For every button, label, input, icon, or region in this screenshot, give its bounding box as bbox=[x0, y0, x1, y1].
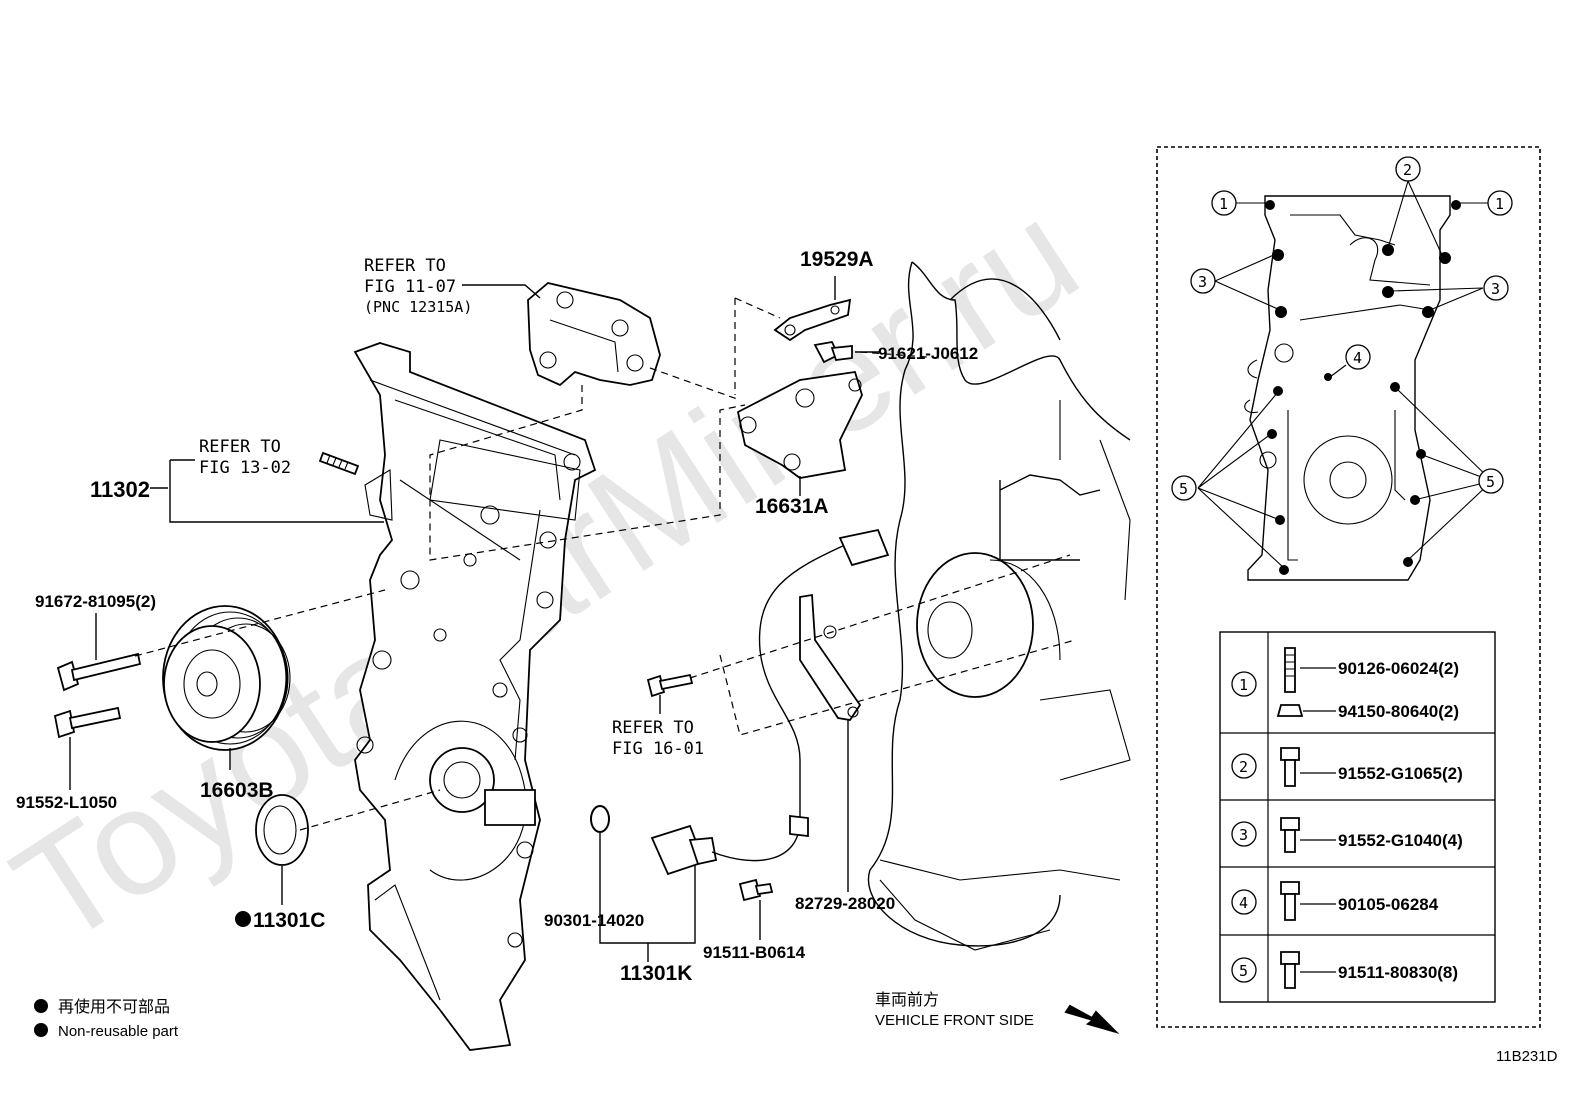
stud-icon bbox=[1284, 647, 1296, 693]
bracket-16631A bbox=[736, 370, 863, 479]
callout-4: 4 bbox=[1353, 349, 1362, 367]
legend-dot-icon-2 bbox=[34, 1023, 48, 1037]
row-2-key: 2 bbox=[1239, 758, 1248, 776]
legend-dot-icon bbox=[34, 999, 48, 1013]
assembly-dash-lines bbox=[134, 297, 1076, 831]
bolt-91511-B0614 bbox=[738, 878, 774, 902]
ref-fig-11-07-line1: REFER TO bbox=[364, 256, 446, 276]
front-arrow-icon bbox=[1064, 1004, 1120, 1035]
row-3-key: 3 bbox=[1239, 826, 1248, 844]
direction-japanese: 車両前方 bbox=[875, 991, 939, 1009]
detail-cover-view: 1 1 2 3 3 4 5 5 bbox=[1171, 156, 1513, 581]
legend: 再使用不可部品 Non-reusable part bbox=[34, 998, 179, 1040]
part-91511-B0614: 91511-B0614 bbox=[703, 943, 806, 962]
labels: REFER TO FIG 11-07 (PNC 12315A) REFER TO… bbox=[16, 248, 978, 985]
callout-2: 2 bbox=[1403, 161, 1412, 179]
bracket-82729 bbox=[799, 593, 862, 721]
bolt-refer-16-01 bbox=[646, 673, 694, 698]
part-11301C: 11301C bbox=[253, 909, 325, 932]
part-16631A: 16631A bbox=[755, 495, 829, 518]
part-90301-14020: 90301-14020 bbox=[544, 911, 644, 930]
callout-5-right: 5 bbox=[1486, 473, 1495, 491]
row-2-part: 91552-G1065(2) bbox=[1338, 764, 1463, 783]
table-row: 4 90105-06284 bbox=[1231, 881, 1439, 921]
row-5-part: 91511-80830(8) bbox=[1338, 963, 1458, 982]
ref-fig-11-07-line2: FIG 11-07 bbox=[364, 277, 456, 297]
part-91672-81095: 91672-81095(2) bbox=[35, 592, 156, 611]
flange-bolt-icon bbox=[1280, 881, 1300, 895]
ref-fig-16-01-line1: REFER TO bbox=[612, 718, 694, 738]
sensor-11301K bbox=[650, 528, 890, 876]
fastener-table: 1 90126-06024(2) 94150-80640(2) 2 91552-… bbox=[1219, 631, 1496, 1003]
bolt-91621 bbox=[813, 340, 853, 364]
part-11301K: 11301K bbox=[620, 962, 692, 985]
detail-panel-frame bbox=[1156, 146, 1541, 1028]
part-91552-L1050: 91552-L1050 bbox=[16, 793, 117, 812]
engine-block bbox=[867, 261, 1131, 951]
row-4-part: 90105-06284 bbox=[1338, 895, 1439, 914]
legend-english: Non-reusable part bbox=[58, 1023, 179, 1040]
flange-bolt-icon bbox=[1280, 817, 1300, 831]
nut-icon bbox=[1276, 704, 1304, 717]
ref-fig-13-02-line2: FIG 13-02 bbox=[199, 458, 291, 478]
flange-bolt-icon bbox=[1280, 747, 1300, 761]
callout-1-left: 1 bbox=[1219, 195, 1228, 213]
bracket-12315A bbox=[527, 282, 661, 387]
row-4-key: 4 bbox=[1239, 894, 1248, 912]
table-row: 3 91552-G1040(4) bbox=[1231, 817, 1463, 853]
timing-cover-11302 bbox=[353, 342, 597, 1051]
row-1-part-b: 94150-80640(2) bbox=[1338, 702, 1459, 721]
callout-5-left: 5 bbox=[1179, 480, 1188, 498]
row-1-key: 1 bbox=[1239, 676, 1248, 694]
callout-3-left: 3 bbox=[1198, 273, 1207, 291]
callout-3-right: 3 bbox=[1491, 280, 1500, 298]
part-82729-28020: 82729-28020 bbox=[795, 894, 895, 913]
figure-code: 11B231D bbox=[1496, 1048, 1558, 1065]
direction-english: VEHICLE FRONT SIDE bbox=[875, 1012, 1034, 1029]
callout-1-right: 1 bbox=[1495, 195, 1504, 213]
row-5-key: 5 bbox=[1239, 962, 1248, 980]
row-3-part: 91552-G1040(4) bbox=[1338, 831, 1463, 850]
flange-bolt-icon bbox=[1280, 951, 1300, 965]
ref-fig-11-07-line3: (PNC 12315A) bbox=[364, 298, 472, 316]
o-ring-90301 bbox=[590, 805, 610, 833]
row-1-part-a: 90126-06024(2) bbox=[1338, 659, 1459, 678]
part-16603B: 16603B bbox=[200, 779, 274, 802]
part-91621-J0612: 91621-J0612 bbox=[878, 344, 978, 363]
bolt-91552-L1050 bbox=[53, 706, 122, 739]
vehicle-front-indicator: 車両前方 VEHICLE FRONT SIDE bbox=[875, 991, 1120, 1035]
bolt-91672 bbox=[56, 652, 142, 692]
table-row: 2 91552-G1065(2) bbox=[1231, 747, 1463, 787]
part-19529A: 19529A bbox=[800, 248, 874, 271]
stud-bolt bbox=[318, 451, 360, 476]
oil-seal-11301C bbox=[255, 794, 309, 866]
table-row: 1 90126-06024(2) 94150-80640(2) bbox=[1231, 647, 1459, 721]
leader-lines bbox=[69, 276, 880, 962]
legend-japanese: 再使用不可部品 bbox=[58, 998, 170, 1016]
table-row: 5 91511-80830(8) bbox=[1231, 951, 1458, 989]
ref-fig-13-02-line1: REFER TO bbox=[199, 437, 281, 457]
non-reusable-mark-icon bbox=[235, 911, 251, 927]
ref-fig-16-01-line2: FIG 16-01 bbox=[612, 739, 704, 759]
crank-pulley-16603B bbox=[162, 605, 291, 751]
bracket-19529A bbox=[773, 298, 852, 342]
part-11302: 11302 bbox=[90, 477, 150, 502]
